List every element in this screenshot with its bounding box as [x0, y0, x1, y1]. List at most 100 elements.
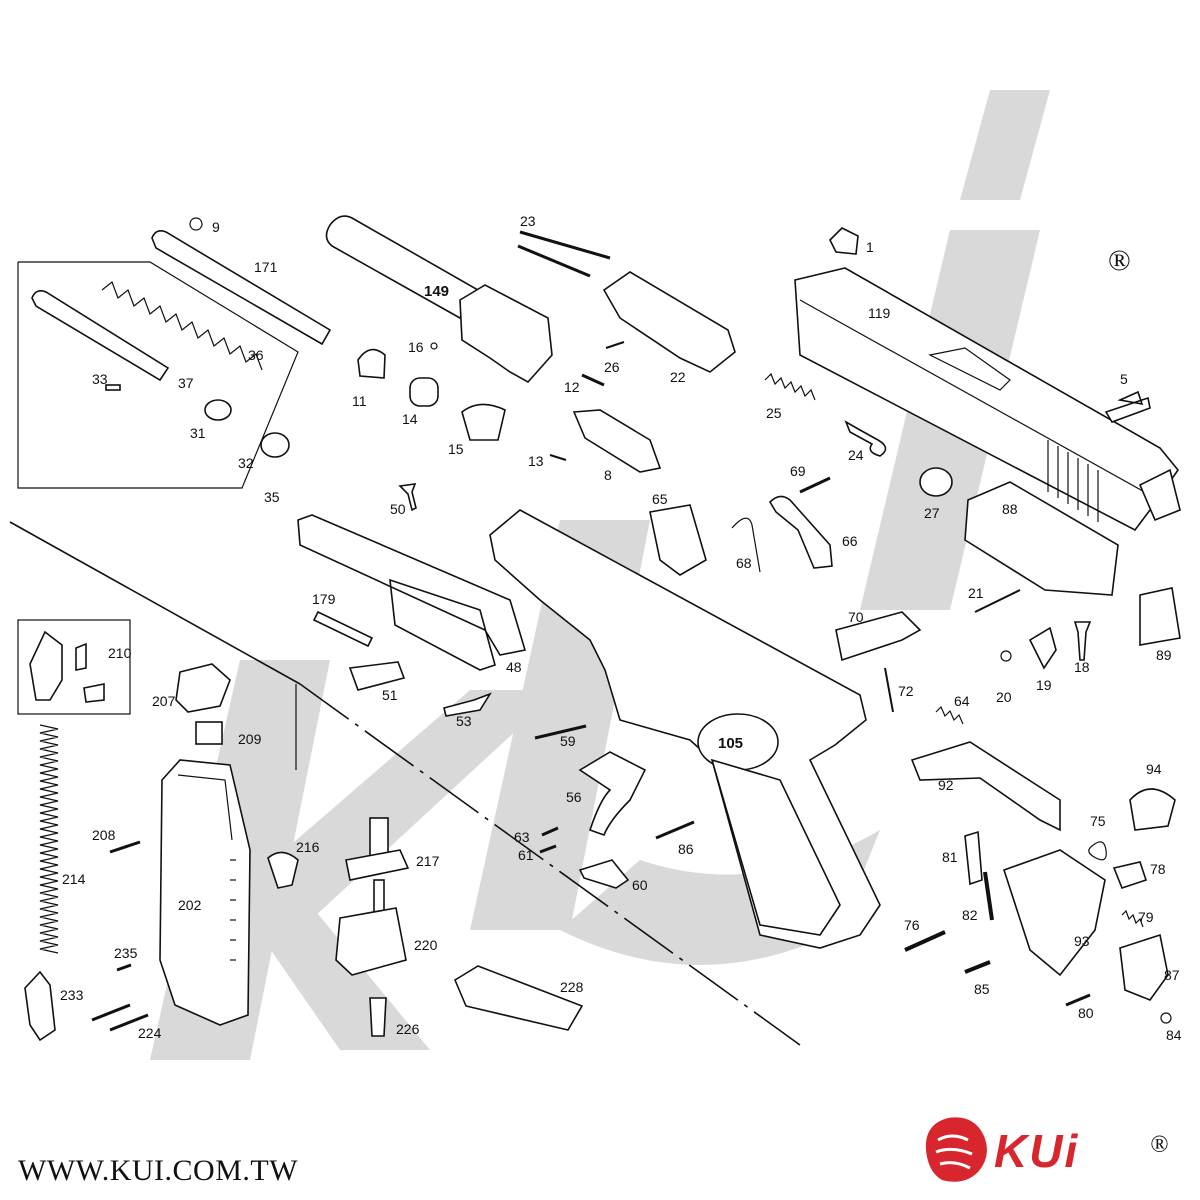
- part-207[interactable]: [175, 663, 231, 713]
- brand-name: KUi: [994, 1125, 1080, 1177]
- spring-82[interactable]: [983, 871, 994, 921]
- ring-27[interactable]: [919, 467, 953, 497]
- rail-cover-89[interactable]: [1139, 587, 1181, 646]
- rod-23b[interactable]: [517, 244, 591, 278]
- lever-92[interactable]: [910, 741, 1061, 832]
- sear-87[interactable]: [1119, 933, 1169, 1001]
- lever-66[interactable]: [768, 495, 833, 569]
- label-59: 59: [560, 733, 576, 749]
- housing-93[interactable]: [1002, 849, 1106, 977]
- part-60[interactable]: [578, 859, 630, 889]
- label-207: 207: [152, 693, 176, 709]
- block-220[interactable]: [335, 907, 407, 976]
- pin-72[interactable]: [884, 667, 894, 713]
- label-68: 68: [736, 555, 752, 571]
- website-url[interactable]: WWW.KUI.COM.TW: [18, 1154, 299, 1187]
- hopup-chamber-11[interactable]: [357, 348, 386, 379]
- guide-rod[interactable]: [151, 217, 332, 346]
- pin-13[interactable]: [549, 454, 567, 461]
- valve-24[interactable]: [844, 420, 887, 457]
- pin-26[interactable]: [605, 341, 625, 349]
- hammer-94[interactable]: [1129, 788, 1176, 831]
- label-8: 8: [604, 467, 612, 483]
- recoil-spring[interactable]: [101, 281, 263, 371]
- follower-plate-210[interactable]: [75, 642, 105, 703]
- label-66: 66: [842, 533, 858, 549]
- label-16: 16: [408, 339, 424, 355]
- extractor-19[interactable]: [1028, 626, 1057, 670]
- spring-179[interactable]: [312, 610, 374, 648]
- part-81[interactable]: [964, 830, 983, 886]
- label-210: 210: [108, 645, 132, 661]
- pin-76[interactable]: [904, 930, 946, 952]
- pin-224a[interactable]: [91, 1003, 131, 1022]
- rear-sight[interactable]: [1104, 390, 1151, 423]
- pin-208[interactable]: [109, 840, 141, 854]
- spring-64[interactable]: [935, 705, 964, 725]
- barrel[interactable]: [325, 215, 553, 384]
- spring-20[interactable]: [1000, 650, 1012, 662]
- mag-spring-214[interactable]: [39, 724, 59, 954]
- follower-210[interactable]: [29, 630, 63, 701]
- pin-85[interactable]: [964, 960, 991, 974]
- front-sight[interactable]: [829, 227, 859, 255]
- pin-80[interactable]: [1065, 993, 1091, 1007]
- label-86: 86: [678, 841, 694, 857]
- screw-50[interactable]: [398, 483, 417, 512]
- part-78[interactable]: [1112, 861, 1148, 889]
- spring-79[interactable]: [1121, 909, 1144, 928]
- valve-226[interactable]: [369, 997, 387, 1037]
- label-14: 14: [402, 411, 418, 427]
- label-228: 228: [560, 979, 584, 995]
- rod-23a[interactable]: [519, 230, 611, 260]
- part-53[interactable]: [443, 692, 492, 717]
- label-220: 220: [414, 937, 438, 953]
- magazine-202[interactable]: [159, 759, 251, 1026]
- recoil-guide[interactable]: [31, 290, 170, 382]
- o-ring-16[interactable]: [430, 342, 438, 350]
- label-89: 89: [1156, 647, 1172, 663]
- spring-84[interactable]: [1160, 1012, 1172, 1024]
- pin-63[interactable]: [541, 826, 559, 837]
- pin-59[interactable]: [534, 724, 587, 740]
- chassis-48[interactable]: [297, 514, 527, 671]
- spring-25[interactable]: [764, 372, 816, 401]
- label-88: 88: [1002, 501, 1018, 517]
- trigger-56[interactable]: [578, 751, 647, 837]
- cap-32[interactable]: [260, 432, 290, 458]
- rail-block-88[interactable]: [964, 481, 1119, 596]
- valve-216[interactable]: [267, 851, 299, 889]
- pin-235[interactable]: [116, 963, 132, 972]
- hopup-bucking-15[interactable]: [461, 403, 506, 441]
- pin-33[interactable]: [105, 384, 121, 391]
- label-37: 37: [178, 375, 194, 391]
- spring-12[interactable]: [581, 373, 605, 387]
- hopup-rubber-14[interactable]: [409, 377, 439, 407]
- spring-75[interactable]: [1088, 841, 1107, 861]
- frame-105[interactable]: [489, 509, 881, 949]
- trigger-bar-70[interactable]: [835, 611, 922, 662]
- bushing-31[interactable]: [204, 399, 232, 421]
- label-24: 24: [848, 447, 864, 463]
- slide[interactable]: [794, 267, 1181, 532]
- pin-69[interactable]: [799, 476, 831, 494]
- pin-21[interactable]: [974, 589, 1021, 613]
- pin-224b[interactable]: [109, 1013, 149, 1032]
- pin-61[interactable]: [539, 844, 557, 854]
- loading-nozzle[interactable]: [602, 271, 736, 373]
- block-65[interactable]: [649, 504, 707, 576]
- label-22: 22: [670, 369, 686, 385]
- part-51[interactable]: [348, 661, 406, 691]
- baseplate-228[interactable]: [453, 965, 584, 1031]
- label-75: 75: [1090, 813, 1106, 829]
- part-209[interactable]: [195, 721, 223, 745]
- label-226: 226: [396, 1021, 420, 1037]
- pin-86[interactable]: [655, 820, 695, 840]
- block-8[interactable]: [572, 409, 662, 473]
- part-233[interactable]: [24, 970, 56, 1042]
- divider-lines: [9, 521, 801, 1046]
- screw-18[interactable]: [1073, 621, 1092, 661]
- label-5: 5: [1120, 371, 1128, 387]
- spring-68[interactable]: [731, 517, 761, 573]
- label-18: 18: [1074, 659, 1090, 675]
